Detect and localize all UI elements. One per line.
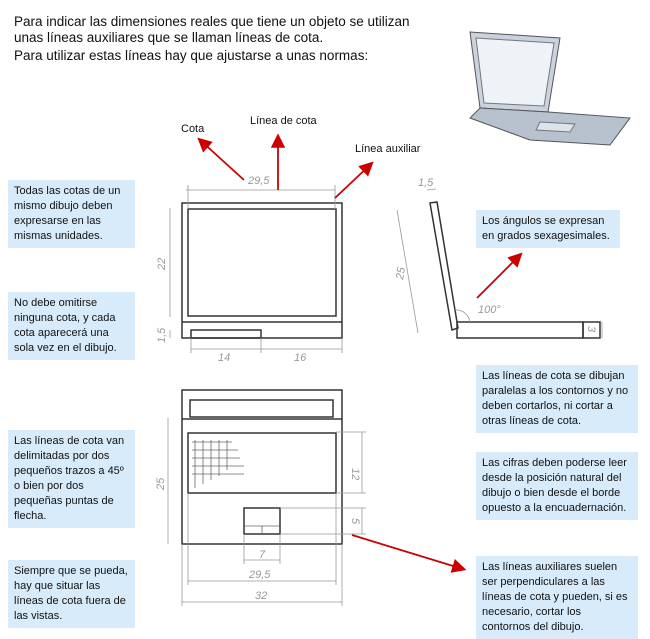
note-outside-views: Siempre que se pueda, hay que situar las…: [8, 560, 135, 628]
intro-line-3: Para utilizar estas líneas hay que ajust…: [14, 48, 369, 63]
drawing-outlines: [181, 201, 601, 545]
note-delimiters: Las líneas de cota van delimitadas por d…: [8, 430, 135, 528]
label-linea-de-cota: Línea de cota: [250, 115, 318, 127]
dim-depth: 25: [155, 477, 167, 491]
keyboard-grid: [192, 440, 280, 534]
dim-angle: 100°: [478, 304, 501, 316]
note-auxiliary: Las líneas auxiliares suelen ser perpend…: [476, 556, 638, 639]
dim-touchpad-width: 7: [259, 549, 266, 561]
intro-line-1: Para indicar las dimensiones reales que …: [14, 14, 410, 29]
dim-top-width: 29,5: [247, 175, 270, 187]
note-parallel: Las líneas de cota se dibujan paralelas …: [476, 365, 638, 433]
label-cota: Cota: [181, 123, 205, 135]
dim-bottom-left: 14: [218, 352, 230, 364]
dim-keyboard: 12: [349, 468, 361, 480]
intro-line-2: unas líneas auxiliares que se llaman lín…: [14, 30, 324, 45]
dim-lid-length: 25: [394, 266, 408, 282]
dim-lid-thickness: 1,5: [418, 177, 434, 189]
annotation-arrows: [197, 133, 523, 573]
note-angles: Los ángulos se expresan en grados sexage…: [476, 210, 620, 248]
dim-base-thickness: 1,5: [156, 327, 168, 343]
dim-bottom-right: 16: [294, 352, 307, 364]
note-no-omit: No debe omitirse ninguna cota, y cada co…: [8, 292, 135, 360]
dim-touchpad-height: 5: [349, 518, 361, 525]
note-readable: Las cifras deben poderse leer desde la p…: [476, 452, 638, 520]
dim-base-height: 3: [585, 326, 597, 333]
label-linea-auxiliar: Línea auxiliar: [355, 143, 421, 155]
dim-screen-height: 22: [156, 258, 168, 271]
laptop-illustration: [469, 31, 631, 146]
dim-inner-width: 29,5: [248, 569, 271, 581]
dim-outer-width: 32: [255, 590, 267, 602]
intro: Para indicar las dimensiones reales que …: [14, 14, 434, 64]
note-units: Todas las cotas de un mismo dibujo deben…: [8, 180, 135, 248]
